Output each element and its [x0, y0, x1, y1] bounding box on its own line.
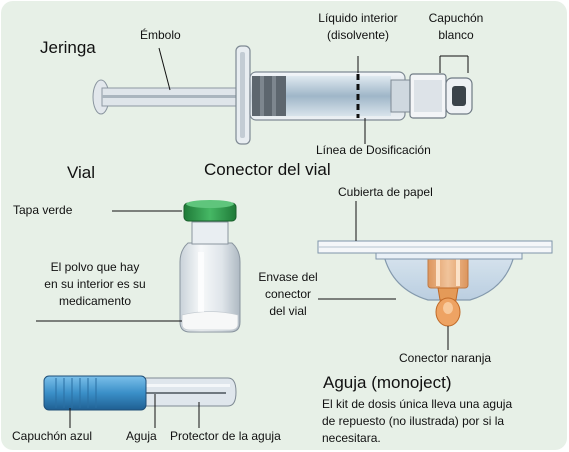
needle-label: Aguja — [126, 429, 157, 443]
needle-note-line2: de repuesto (no ilustrada) por si la — [322, 414, 505, 428]
blue-cap-label: Capuchón azul — [12, 429, 93, 443]
liquid-label-line1: Líquido interior — [318, 11, 398, 25]
vial-connector-illustration — [317, 240, 553, 327]
orange-connector-label: Conector naranja — [399, 351, 492, 365]
package-label-line2: conector — [264, 287, 312, 301]
vial-title: Vial — [67, 163, 96, 182]
needle-note-line3: necesitara. — [322, 431, 381, 445]
syringe-title: Jeringa — [40, 38, 96, 57]
powder-label-line3: medicamento — [58, 294, 132, 308]
paper-cover-label: Cubierta de papel — [338, 185, 433, 199]
plunger-label: Émbolo — [140, 28, 181, 42]
package-label-line3: del vial — [269, 304, 307, 318]
cap-label-line2: blanco — [438, 28, 474, 42]
vial-illustration — [179, 200, 241, 333]
needle-illustration — [43, 375, 237, 411]
syringe-illustration — [92, 45, 473, 145]
dose-line-label: Línea de Dosificación — [316, 143, 431, 157]
plunger-leader — [158, 47, 171, 91]
liquid-label-line2: (disolvente) — [326, 28, 390, 42]
needle-title: Aguja (monoject) — [323, 373, 452, 392]
connector-title: Conector del vial — [204, 160, 331, 179]
needle-note-line1: El kit de dosis única lleva una aguja — [322, 397, 513, 411]
cap-label-line1: Capuchón — [428, 11, 484, 25]
green-cap-label: Tapa verde — [13, 203, 73, 217]
package-label-line1: Envase del — [258, 270, 318, 284]
needle-guard-label: Protector de la aguja — [170, 429, 281, 443]
powder-label-line1: El polvo que hay — [50, 260, 140, 274]
powder-label-line2: en su interior es su — [44, 277, 146, 291]
